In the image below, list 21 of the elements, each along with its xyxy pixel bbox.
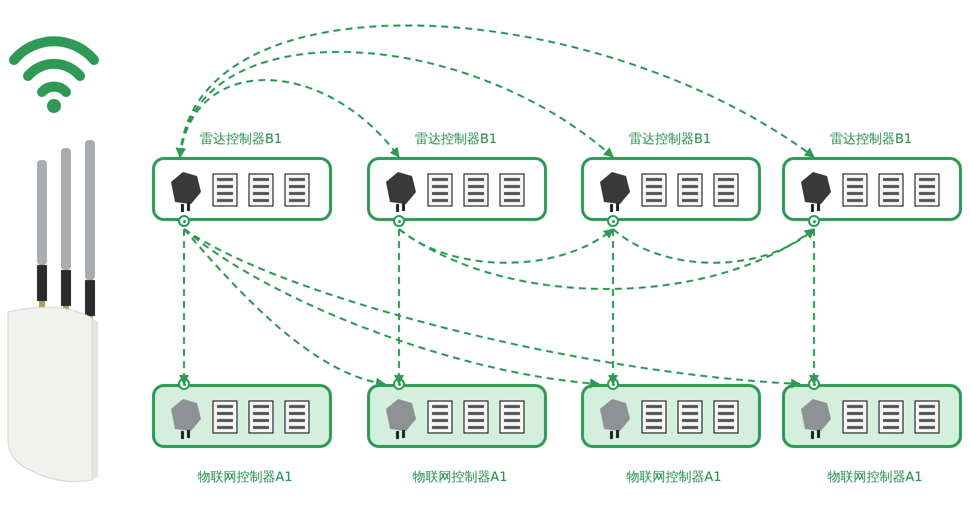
device-label: 物联网控制器A1	[625, 469, 723, 486]
dashed-arrow	[183, 228, 600, 388]
dashed-arrow	[394, 229, 404, 385]
dashed-arrow	[183, 228, 801, 388]
dashed-arrow	[398, 228, 815, 290]
dashed-arrow	[177, 51, 614, 158]
device-label: 雷达控制器B1	[629, 131, 712, 148]
device-label: 雷达控制器B1	[200, 131, 282, 148]
dashed-arrow	[179, 229, 189, 385]
device-label: 物联网控制器A1	[411, 469, 509, 486]
device-label: 物联网控制器A1	[826, 469, 924, 486]
device-label: 雷达控制器B1	[830, 131, 912, 148]
dashed-arrow	[612, 228, 815, 264]
dashed-arrow	[177, 24, 815, 158]
dashed-arrow	[809, 229, 819, 385]
dashed-arrow	[608, 229, 618, 385]
dashed-arrow	[183, 228, 386, 387]
device-label: 物联网控制器A1	[196, 469, 294, 486]
device-label: 雷达控制器B1	[415, 131, 498, 148]
dashed-arrow	[398, 228, 614, 264]
dashed-arrow	[177, 79, 400, 158]
